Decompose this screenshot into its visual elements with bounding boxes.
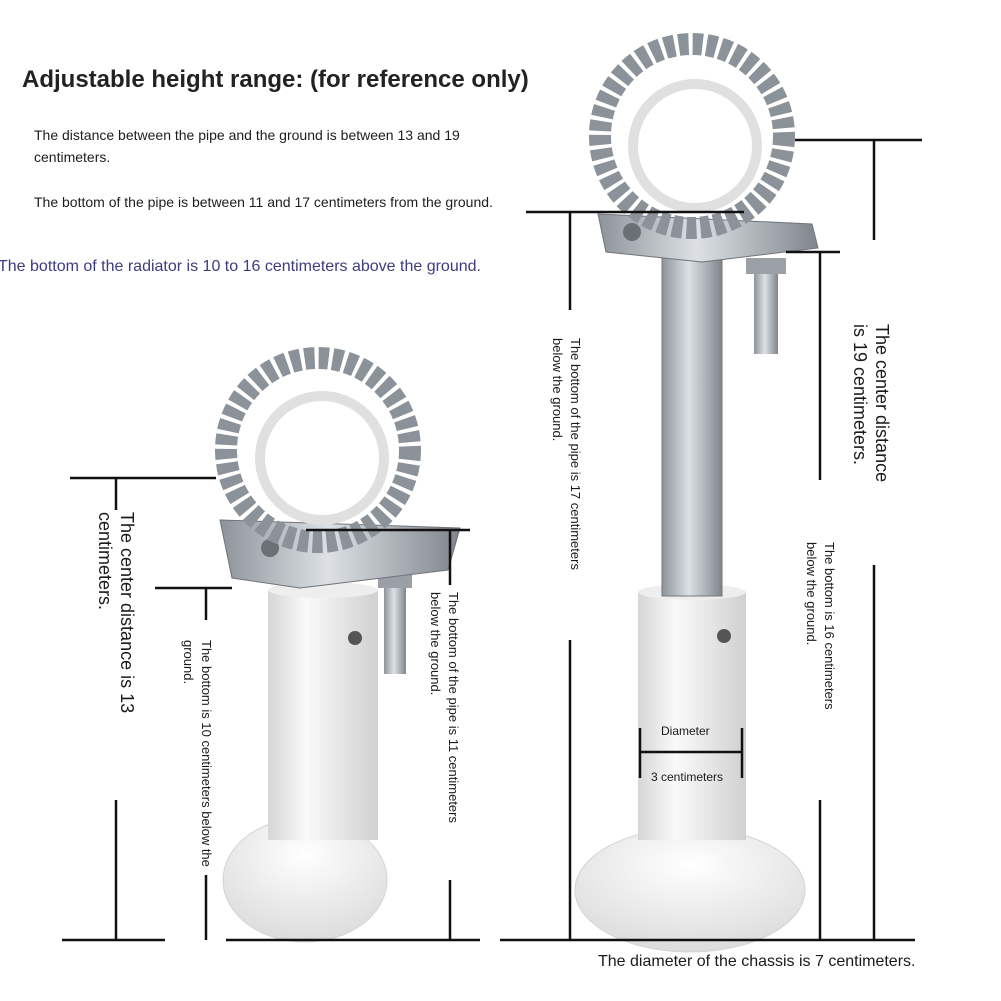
tall-pipe-bottom-label: The bottom of the pipe is 17 centimeters… (548, 338, 584, 570)
short-center-distance-line-1: The center distance is 13 (117, 512, 137, 714)
short-column (268, 590, 378, 840)
chassis-diameter-caption: The diameter of the chassis is 7 centime… (598, 953, 916, 970)
tall-column (638, 592, 746, 840)
tall-pipe-bottom-line-1: The bottom of the pipe is 17 centimeters (568, 338, 583, 570)
diameter-label: Diameter (661, 724, 710, 738)
short-chain-ring (215, 347, 421, 553)
short-center-distance-line-2: centimeters. (95, 512, 115, 611)
short-bracket (215, 347, 461, 943)
short-pipe-bottom-label: The bottom of the pipe is 11 centimeters… (426, 592, 462, 823)
note-pipe-ground-distance: The distance between the pipe and the gr… (34, 127, 460, 165)
tall-pipe-opening (628, 79, 762, 213)
short-bottom-line-1: The bottom is 10 centimeters below the (199, 640, 214, 867)
tall-bolt (754, 270, 778, 354)
short-center-distance-label: The center distance is 13 centimeters. (94, 512, 138, 713)
tall-center-distance-label: The center distance is 19 centimeters. (849, 324, 893, 482)
tall-bottom-line-1: The bottom is 16 centimeters (822, 542, 837, 710)
tall-pipe-bottom-line-2: below the ground. (550, 338, 565, 442)
diameter-value: 3 centimeters (651, 770, 724, 784)
short-screw-hole-icon (348, 631, 362, 645)
dimension-lines (62, 138, 922, 942)
tall-bracket (574, 33, 819, 953)
tall-screw-hole-icon (717, 629, 731, 643)
short-bottom-line-2: ground. (181, 640, 196, 685)
short-pipe-bottom-line-1: The bottom of the pipe is 11 centimeters (446, 592, 461, 823)
tall-center-distance-line-2: is 19 centimeters. (850, 324, 870, 466)
tall-bottom-line-2: below the ground. (804, 542, 819, 646)
tall-center-distance-line-1: The center distance (872, 324, 892, 483)
tall-clamp-plate (597, 213, 819, 263)
short-bottom-label: The bottom is 10 centimeters below the g… (179, 640, 215, 867)
tall-rod (661, 235, 723, 597)
note-pipe-bottom-distance: The bottom of the pipe is between 11 and… (34, 194, 493, 210)
short-pipe-opening (255, 391, 389, 525)
tall-chain-ring (589, 33, 795, 239)
page-title: Adjustable height range: (for reference … (22, 66, 529, 93)
short-pipe-bottom-line-2: below the ground. (428, 592, 443, 696)
short-bolt (384, 582, 406, 674)
note-radiator-bottom: The bottom of the radiator is 10 to 16 c… (0, 258, 481, 275)
tall-base (574, 827, 806, 953)
tall-bottom-label: The bottom is 16 centimeters below the g… (802, 542, 838, 710)
